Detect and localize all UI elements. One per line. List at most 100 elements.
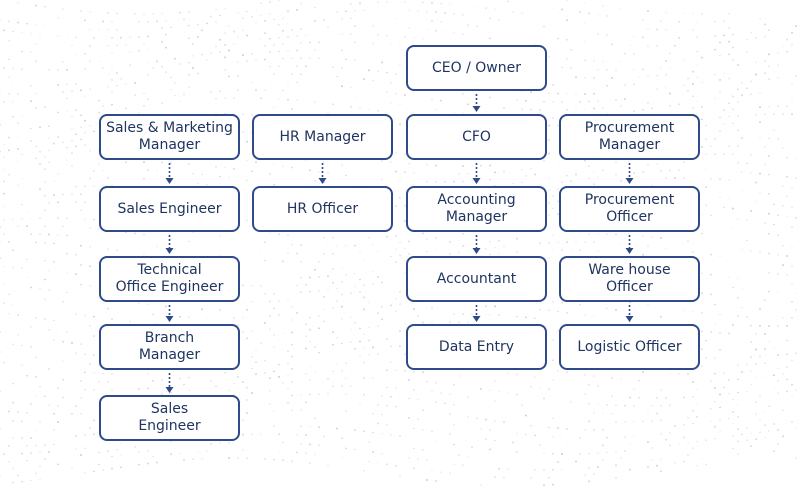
background-dot (147, 98, 149, 100)
background-dot (449, 433, 451, 435)
background-dot (692, 95, 694, 97)
background-dot (692, 310, 694, 313)
background-dot (660, 389, 662, 391)
background-dot (84, 472, 86, 474)
background-dot (642, 420, 644, 423)
background-dot (89, 125, 91, 127)
background-dot (755, 113, 757, 116)
background-dot (93, 470, 95, 473)
background-dot (620, 457, 622, 459)
background-dot (557, 427, 559, 430)
background-dot (111, 91, 113, 94)
background-dot (494, 439, 496, 442)
background-dot (354, 429, 356, 432)
background-dot (116, 29, 118, 31)
background-dot (786, 339, 788, 342)
background-dot (566, 427, 568, 430)
background-dot (759, 121, 761, 123)
background-dot (138, 21, 140, 23)
background-dot (161, 102, 163, 105)
background-dot (215, 165, 217, 168)
background-dot (602, 429, 604, 431)
background-dot (426, 29, 428, 31)
background-dot (494, 247, 496, 249)
background-dot (791, 44, 793, 46)
background-dot (701, 330, 703, 333)
node-accounting-manager: Accounting Manager (406, 186, 547, 232)
background-dot (516, 393, 518, 396)
background-dot (539, 308, 541, 311)
background-dot (264, 32, 266, 34)
background-dot (188, 11, 190, 13)
background-dot (773, 450, 775, 452)
background-dot (710, 407, 712, 410)
background-dot (237, 457, 239, 459)
background-dot (3, 302, 5, 304)
background-dot (251, 53, 253, 55)
background-dot (386, 338, 388, 341)
background-dot (143, 93, 145, 95)
background-dot (12, 68, 14, 70)
background-dot (503, 421, 505, 424)
background-dot (12, 419, 14, 422)
background-dot (714, 74, 716, 76)
background-dot (786, 156, 788, 159)
background-dot (84, 389, 86, 391)
background-dot (35, 472, 37, 475)
background-dot (687, 442, 689, 444)
background-dot (557, 310, 559, 313)
background-dot (692, 29, 694, 31)
background-dot (602, 107, 604, 109)
background-dot (48, 233, 50, 236)
background-dot (300, 394, 302, 396)
background-dot (714, 35, 716, 38)
background-dot (773, 113, 775, 115)
background-dot (395, 464, 397, 467)
background-dot (197, 23, 199, 26)
background-dot (48, 289, 50, 291)
background-dot (269, 51, 271, 53)
background-dot (557, 92, 559, 95)
background-dot (80, 454, 82, 456)
background-dot (548, 189, 550, 192)
background-dot (696, 388, 698, 390)
background-dot (89, 285, 91, 287)
background-dot (224, 7, 226, 9)
background-dot (647, 412, 649, 415)
background-dot (669, 169, 671, 172)
background-dot (512, 11, 514, 13)
background-dot (642, 235, 644, 237)
background-dot (39, 478, 41, 480)
background-dot (395, 369, 397, 372)
background-dot (584, 41, 586, 43)
background-dot (746, 38, 748, 40)
background-dot (210, 15, 212, 18)
background-dot (638, 396, 640, 399)
background-dot (66, 83, 68, 86)
background-dot (84, 53, 86, 55)
background-dot (611, 43, 613, 46)
background-dot (8, 76, 10, 78)
background-dot (656, 163, 658, 165)
background-dot (714, 137, 716, 140)
background-dot (260, 2, 262, 5)
background-dot (102, 20, 104, 23)
background-dot (318, 261, 320, 263)
background-dot (593, 77, 595, 79)
background-dot (786, 215, 788, 218)
background-dot (732, 447, 734, 450)
background-dot (219, 90, 221, 93)
background-dot (516, 237, 518, 240)
background-dot (350, 17, 352, 20)
background-dot (768, 430, 770, 432)
background-dot (642, 68, 644, 71)
background-dot (584, 93, 586, 95)
background-dot (152, 455, 154, 458)
background-dot (633, 53, 635, 55)
background-dot (759, 172, 761, 175)
background-dot (273, 346, 275, 348)
background-dot (273, 73, 275, 75)
background-dot (246, 34, 248, 37)
background-dot (705, 339, 707, 342)
background-dot (629, 321, 631, 323)
